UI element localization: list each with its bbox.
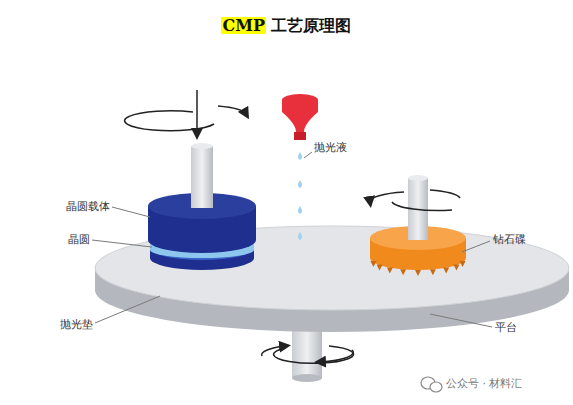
wafer-label: 晶圆 [68,233,90,246]
disk-label: 钻石碟 [493,233,526,246]
wechat-icon [421,377,442,392]
diamond-tooth [453,265,459,271]
diamond-tooth [430,269,436,275]
carrier-label: 晶圆载体 [66,200,110,213]
slurry-label: 抛光液 [314,141,347,154]
leader-lines [92,152,492,327]
diamond-tooth [415,270,421,276]
diamond-tooth [460,261,466,267]
diamond-disk [370,175,466,276]
diamond-tooth [400,269,406,275]
pad-label: 抛光垫 [60,318,93,331]
diamond-tooth [443,267,449,273]
wafer-carrier [125,90,256,270]
diagram-title: CMP 工艺原理图 [0,16,573,37]
diamond-tooth [387,267,393,273]
slurry-nozzle [282,94,318,240]
diamond-tooth [370,261,376,267]
platen-label: 平台 [495,321,517,334]
watermark: 公众号 · 材料汇 [446,377,523,390]
diamond-tooth [377,265,383,271]
